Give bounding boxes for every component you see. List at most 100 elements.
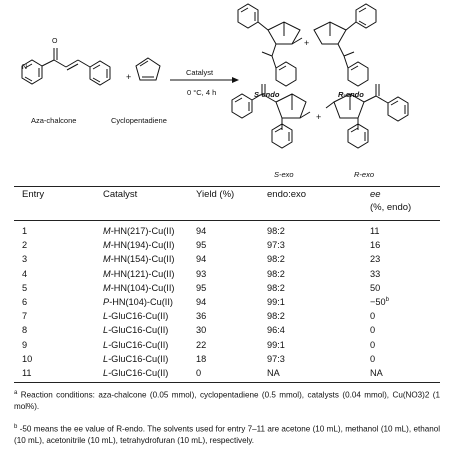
cell-ee-value: 33 [370, 268, 381, 279]
cell-yield: 30 [196, 325, 207, 336]
cell-catalyst: M-HN(104)-Cu(II) [103, 283, 174, 293]
cell-catalyst-body: GluC16-Cu(II) [111, 353, 169, 364]
header-catalyst: Catalyst [103, 189, 138, 200]
cell-catalyst-body: HN(217)-Cu(II) [113, 226, 175, 236]
header-ee-sub: (%, endo) [370, 202, 412, 213]
cell-ee: 16 [370, 240, 380, 250]
cell-entry: 7 [22, 311, 28, 322]
table-bottom-rule [14, 382, 440, 383]
plus-sign-endo: + [304, 38, 310, 48]
r-endo-structure [313, 3, 377, 87]
cell-catalyst: P-HN(104)-Cu(II) [103, 297, 173, 307]
carbonyl-o-atom: O [52, 38, 58, 45]
cell-catalyst-prefix: L- [103, 368, 112, 378]
cell-catalyst-body: GluC16-Cu(II) [111, 368, 169, 378]
cyclopentadiene-label: Cyclopentadiene [111, 116, 167, 125]
table-top-rule [14, 186, 440, 187]
cell-ee-value: 11 [370, 226, 380, 236]
cell-catalyst: M-HN(121)-Cu(II) [103, 269, 174, 279]
cell-catalyst: L-GluC16-Cu(II) [103, 368, 168, 378]
cell-ee: 0 [370, 311, 375, 321]
cell-endo-exo: 98:2 [267, 226, 285, 236]
cell-endo-exo: NA [267, 368, 280, 378]
cell-yield: 36 [196, 311, 207, 322]
r-exo-label: R-exo [354, 170, 375, 179]
cell-catalyst-prefix: L- [103, 311, 112, 322]
header-ee: ee [370, 189, 381, 200]
cell-catalyst: L-GluC16-Cu(II) [103, 340, 168, 350]
cell-catalyst-prefix: M- [103, 226, 114, 236]
pyridine-n-atom: N [22, 64, 28, 71]
catalyst-label: Catalyst [186, 68, 214, 77]
cell-ee-value: 16 [370, 240, 381, 251]
cell-catalyst: M-HN(217)-Cu(II) [103, 226, 174, 236]
s-exo-label: S-exo [274, 170, 294, 179]
cell-entry: 11 [22, 368, 32, 378]
cell-catalyst-prefix: M- [103, 240, 114, 251]
cell-entry: 4 [22, 268, 28, 279]
cell-catalyst-body: HN(104)-Cu(II) [113, 282, 175, 293]
plus-sign-exo: + [316, 112, 322, 122]
cell-ee-value: 0 [370, 325, 376, 336]
cell-ee: 23 [370, 254, 380, 264]
cell-yield: 94 [196, 297, 207, 307]
cell-entry: 1 [22, 226, 28, 236]
cell-ee-value: 23 [370, 254, 381, 265]
cell-catalyst-body: HN(121)-Cu(II) [113, 268, 175, 279]
r-endo-label: R-endo [338, 90, 364, 99]
cell-catalyst: M-HN(194)-Cu(II) [103, 240, 174, 250]
table-row: 11 L-GluC16-Cu(II) 0 NA NA [0, 368, 449, 379]
footnote-a-text: Reaction conditions: aza-chalcone (0.05 … [14, 390, 441, 412]
cell-catalyst-prefix: L- [103, 339, 112, 350]
cell-catalyst-prefix: P- [103, 297, 113, 307]
cell-ee: 50 [370, 283, 380, 293]
cell-ee: 11 [370, 226, 380, 236]
cell-endo-exo: 98:2 [267, 254, 285, 265]
cell-ee: 33 [370, 269, 380, 279]
cell-yield: 95 [196, 282, 207, 293]
cell-endo-exo: 98:2 [267, 311, 285, 322]
header-endo-exo: endo:exo [267, 189, 307, 200]
cell-ee-value: NA [370, 368, 383, 378]
cell-catalyst-prefix: L- [103, 353, 112, 364]
r-exo-structure [325, 84, 409, 149]
cell-catalyst: L-GluC16-Cu(II) [103, 354, 168, 364]
cell-endo-exo: 98:2 [267, 282, 285, 293]
cell-entry: 5 [22, 282, 28, 293]
cell-yield: 94 [196, 226, 207, 236]
cell-ee: −50b [370, 297, 389, 307]
cell-yield: 0 [196, 368, 202, 378]
cell-entry: 3 [22, 254, 28, 265]
cell-ee-value: −50 [370, 297, 386, 308]
cell-catalyst-body: GluC16-Cu(II) [111, 339, 169, 350]
cell-entry: 8 [22, 325, 28, 336]
cell-ee-note: b [385, 297, 389, 303]
table-row: 1 M-HN(217)-Cu(II) 94 98:2 11 [0, 226, 449, 237]
aza-chalcone-label: Aza-chalcone [31, 116, 77, 125]
cell-catalyst-prefix: M- [103, 282, 114, 293]
s-exo-structure [231, 84, 311, 149]
cell-ee-value: 0 [370, 353, 376, 364]
cell-catalyst-body: GluC16-Cu(II) [111, 325, 169, 336]
table-header-rule [14, 220, 440, 221]
cell-endo-exo: 99:1 [267, 339, 285, 350]
scheme-drawing [21, 3, 409, 149]
cell-entry: 9 [22, 339, 28, 350]
footnote-b-text: -50 means the ee value of R-endo. The so… [14, 424, 440, 446]
cell-ee: NA [370, 368, 383, 378]
cell-ee-value: 0 [370, 339, 376, 350]
cell-catalyst-body: HN(104)-Cu(II) [112, 297, 173, 307]
cell-ee-value: 0 [370, 311, 376, 322]
cell-yield: 94 [196, 254, 207, 265]
cell-endo-exo: 99:1 [267, 297, 285, 307]
cell-ee: 0 [370, 340, 375, 350]
cell-catalyst-prefix: M- [103, 268, 114, 279]
